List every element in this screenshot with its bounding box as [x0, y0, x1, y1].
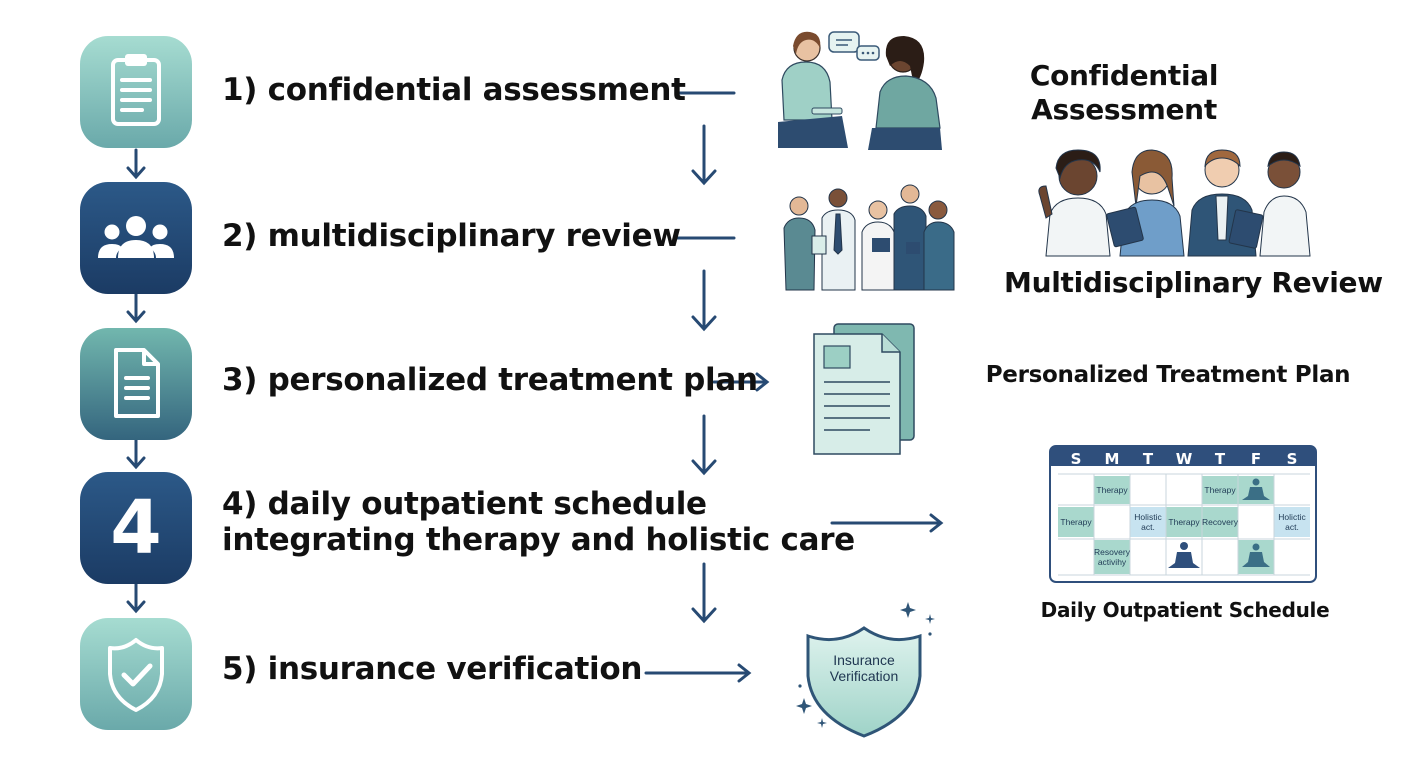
review-team-illustration [783, 184, 955, 291]
step-4-number-tile: 4 [80, 472, 192, 584]
step-4-label-line1: 4) daily outpatient schedule [222, 486, 707, 522]
middle-flow-arrows [691, 124, 717, 624]
calendar-cell: Therapy [1204, 485, 1236, 495]
step-5-shield-tile [80, 618, 192, 730]
step-2-people-tile [80, 182, 192, 294]
insurance-shield-illustration [796, 602, 935, 738]
calendar-day-sat: S [1286, 450, 1298, 468]
meditation-icon [1242, 478, 1270, 500]
side-label-plan: Personalized Treatment Plan [985, 362, 1351, 388]
shield-text-line1: Insurance [833, 652, 895, 668]
side-label-assessment-line2: Assessment [1031, 93, 1217, 126]
connector-lines [644, 91, 944, 683]
calendar-cell: Recovery [1202, 517, 1238, 527]
people-icon [98, 216, 174, 258]
clipboard-icon [111, 54, 161, 126]
step-3-document-tile [80, 328, 192, 440]
schedule-calendar [1049, 445, 1317, 583]
calendar-cell: Holistic act. [1134, 512, 1162, 532]
meditation-icon [1242, 543, 1270, 567]
calendar-cell: Therapy [1060, 517, 1092, 527]
step-2-label: 2) multidisciplinary review [222, 218, 681, 254]
calendar-cell: Holictic act. [1278, 512, 1306, 532]
review-portraits-illustration [1038, 149, 1311, 257]
calendar-cell: Resovery activihy [1094, 547, 1130, 567]
number-4-icon: 4 [110, 485, 162, 571]
document-icon [114, 348, 160, 418]
step-4-label-line2: integrating therapy and holistic care [222, 522, 855, 558]
assessment-illustration [778, 31, 942, 150]
shield-text-line2: Verification [829, 668, 899, 684]
side-label-review: Multidisciplinary Review [1004, 266, 1383, 299]
calendar-day-wed: W [1175, 450, 1193, 468]
calendar-cell: Therapy [1168, 517, 1200, 527]
calendar-day-fri: F [1250, 450, 1262, 468]
calendar-day-tue: T [1142, 450, 1154, 468]
meditation-icon [1168, 542, 1200, 568]
step-1-label: 1) confidential assessment [222, 72, 686, 108]
step-3-label: 3) personalized treatment plan [222, 362, 758, 398]
shield-check-icon [108, 638, 164, 712]
left-flow-arrows [126, 148, 146, 614]
step-1-clipboard-tile [80, 36, 192, 148]
step-5-label: 5) insurance verification [222, 651, 643, 687]
treatment-plan-document-illustration [813, 323, 915, 455]
calendar-day-mon: M [1104, 450, 1120, 468]
calendar-day-sun: S [1070, 450, 1082, 468]
side-label-schedule: Daily Outpatient Schedule [1040, 598, 1330, 622]
side-label-assessment-line1: Confidential [1029, 59, 1219, 92]
calendar-cell: Therapy [1096, 485, 1128, 495]
calendar-day-thu: T [1214, 450, 1226, 468]
